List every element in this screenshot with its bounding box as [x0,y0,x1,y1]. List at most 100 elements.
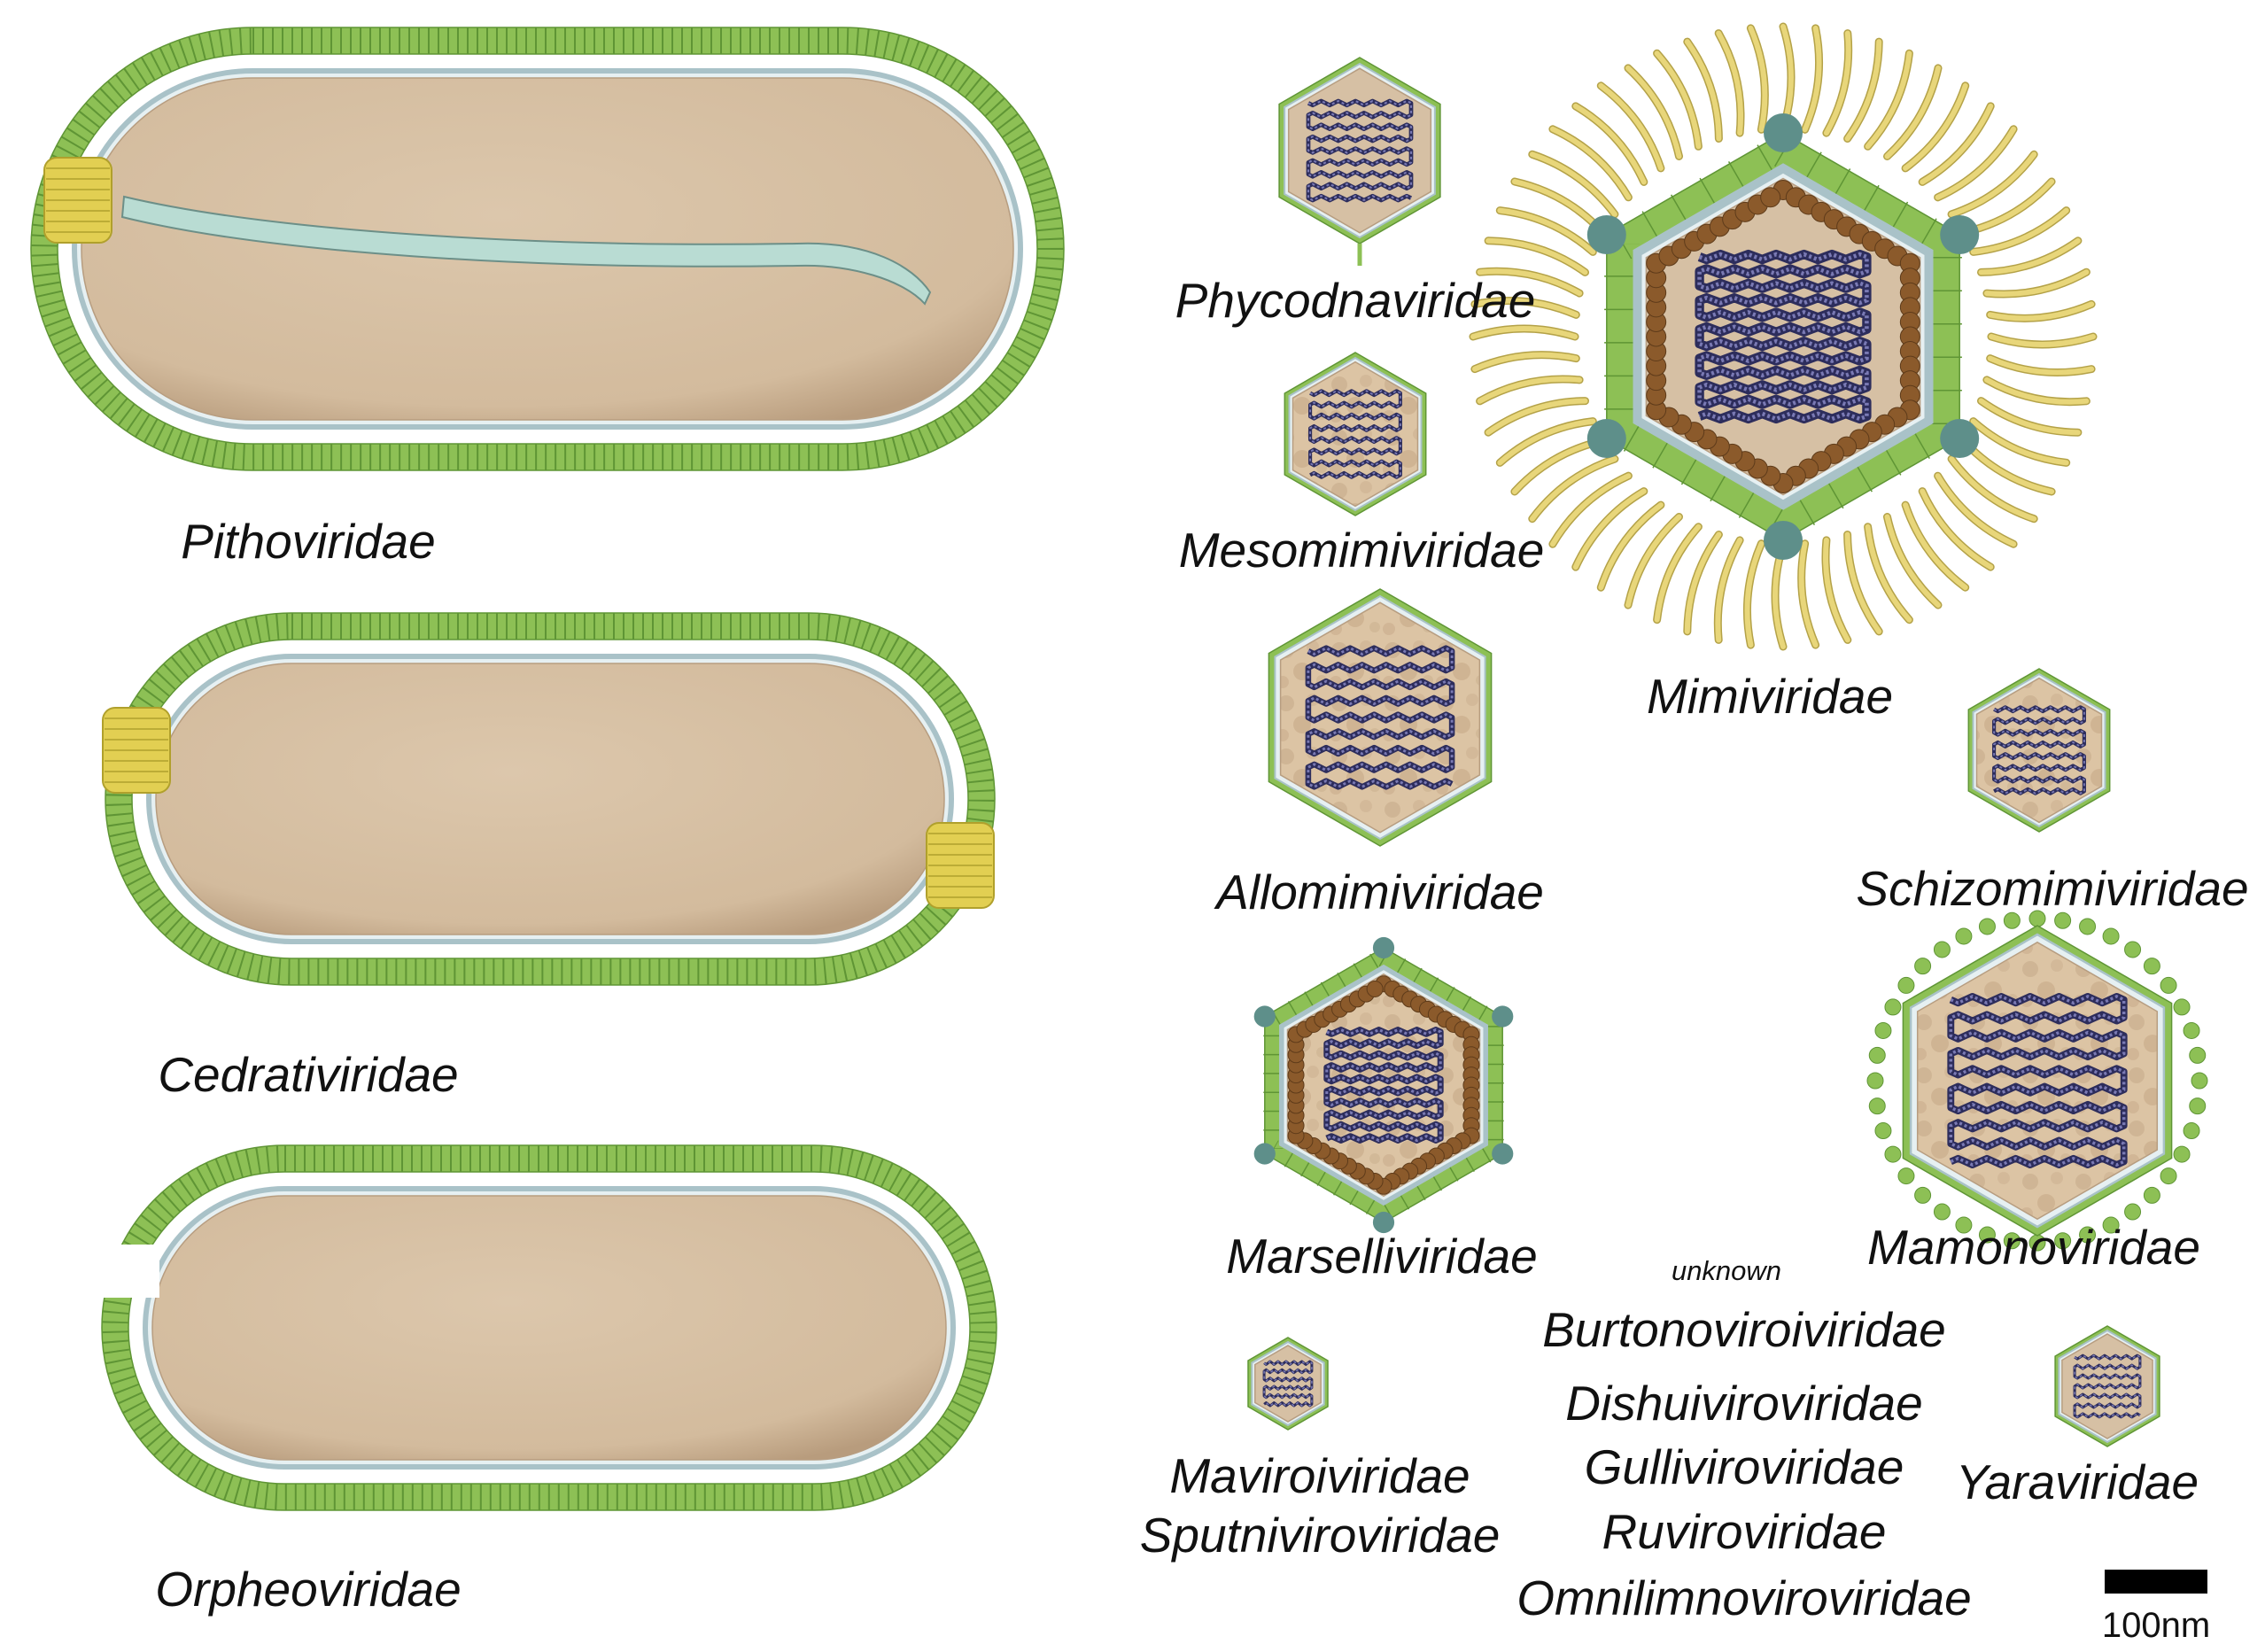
surface-knob [1868,1046,1886,1064]
fibril [1716,30,1744,136]
surface-knob [1933,941,1951,958]
fibril [1684,39,1722,142]
maviroiviridae-virion [1247,1337,1329,1431]
protein-bead [1760,187,1781,208]
genome-dna-strand [1307,647,1454,788]
genome-dna-strand [1993,706,2085,795]
fibril [1471,352,1579,372]
label-unknown-family: Ruviroviridae [1602,1504,1887,1559]
surface-knob [2173,998,2191,1016]
core [1975,677,2103,824]
surface-knob [2054,1232,2072,1250]
surface-knob [2183,1021,2200,1039]
tegument-outline [30,27,1065,471]
fibril [1978,398,2081,436]
cork [926,822,995,909]
vertex [1253,1143,1276,1165]
surface-knob [2054,911,2072,929]
fibril [1654,524,1702,623]
schizomimiviridae-virion [1967,668,2111,833]
vertex [1492,1005,1514,1028]
surface-knob [1874,1122,1892,1140]
fibril [1983,376,2090,405]
surface-knob [2183,1122,2200,1140]
surface-knob [1978,918,1996,935]
fibril [1485,237,1588,275]
fibril [1969,206,2071,256]
vertex [1372,1211,1395,1234]
allomimiviridae-virion [1268,588,1493,847]
fibril [1865,50,1912,150]
fibril [1625,65,1682,159]
fibril [1529,456,1617,522]
fibril [1970,418,2069,466]
fibril [1978,237,2081,275]
label-schizomimiviridae: Schizomimiviridae [1856,861,2248,916]
mesomimiviridae-virion [1284,352,1427,516]
surface-knob [1868,1097,1886,1115]
surface-knob [2102,927,2120,945]
marselliviridae-virion [1253,936,1514,1234]
label-cedrativiridae: Cedrativiridae [158,1047,458,1102]
protein-bead [1366,980,1384,997]
label-orpheoviridae: Orpheoviridae [155,1562,461,1617]
label-mimiviridae: Mimiviridae [1647,669,1893,724]
tegument-gap [89,1245,159,1298]
label-pithoviridae: Pithoviridae [181,514,435,569]
fibril [1903,82,1968,171]
tegument-outline [101,1144,997,1511]
fibril [1625,514,1682,609]
label-phycodnaviridae: Phycodnaviridae [1175,273,1536,328]
surface-knob [1914,1186,1932,1204]
fibril [1572,488,1647,570]
cork [102,707,171,794]
label-marselliviridae: Marselliviridae [1226,1229,1537,1284]
mamonoviridae-virion [1866,910,2208,1252]
fibril [1844,39,1882,142]
fibril [1744,540,1765,648]
genome-dna-strand [1307,99,1413,202]
surface-knob [2102,1216,2120,1234]
genome-dna-strand [1697,252,1869,422]
core [1916,941,2159,1221]
label-yaraviridae: Yaraviridae [1956,1454,2199,1509]
surface-knob [1884,998,1902,1016]
vertex [1940,419,1980,458]
core [151,1195,947,1461]
fibril [1823,30,1851,136]
fibril [1884,65,1941,159]
surface-knob [2003,1232,2021,1250]
label-unknown-family: Gulliviroviridae [1585,1439,1904,1494]
surface-knob [2143,1186,2160,1204]
scale-bar-label: 100nm [2102,1606,2210,1645]
fibril [1684,531,1722,634]
surface-knob [2189,1046,2207,1064]
surface-knob [2160,976,2177,994]
fibril [1844,531,1882,634]
fibril [1949,151,2037,217]
label-mesomimiviridae: Mesomimiviridae [1179,523,1545,578]
core [1292,361,1419,508]
surface-knob [2124,1203,2142,1221]
fibril [1477,268,1583,297]
cedrativiridae-virion [102,612,996,986]
orpheoviridae-virion [89,1144,997,1511]
vertex [1372,936,1395,959]
fibril [1715,537,1743,643]
surface-knob [2160,1167,2177,1185]
fibril [1822,537,1850,643]
fibril [1903,502,1968,591]
vertex [1253,1005,1276,1028]
surface-knob [2124,941,2142,958]
label-unknown-family: Dishuiviroviridae [1565,1376,1922,1431]
genome-dna [1947,992,2128,1169]
fibril [1748,25,1768,133]
fibril [1920,488,1994,570]
fibril [1572,103,1647,185]
fibril [1549,126,1632,200]
fibril [1935,126,2017,200]
vertex [1586,215,1626,254]
surface-knob [1884,1145,1902,1163]
fibril [1495,417,1597,467]
